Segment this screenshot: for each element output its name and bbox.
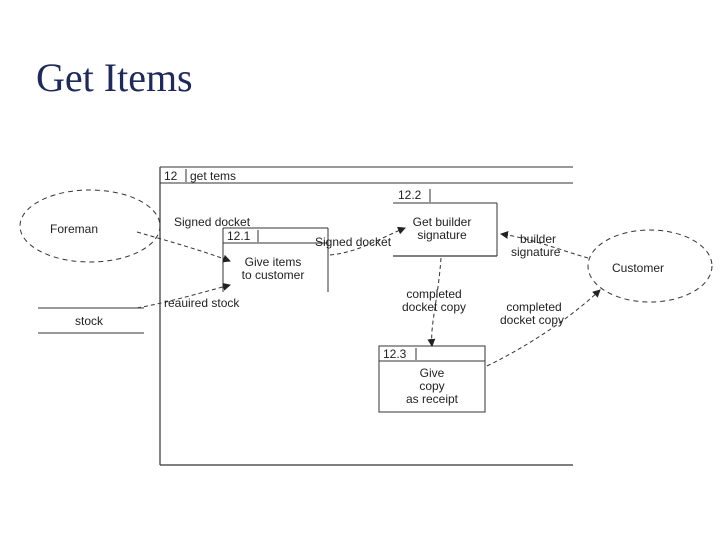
process-12-3-id: 12.3 <box>383 347 407 361</box>
flow-label-builder-signature-1: builder <box>520 232 556 246</box>
frame-name: get tems <box>190 169 236 183</box>
flow-completed-docket-to-customer: completed docket copy <box>486 289 601 367</box>
flow-builder-signature: builder signature <box>500 230 589 259</box>
foreman-label: Foreman <box>50 222 98 236</box>
flow-signed-docket-12: Signed docket <box>315 226 406 256</box>
flow-label-completed-a-2: docket copy <box>402 300 466 314</box>
flow-label-completed-b-2: docket copy <box>500 313 564 327</box>
process-12-3-line3: as receipt <box>406 392 459 406</box>
flow-signed-docket-in: Signed docket <box>136 215 251 263</box>
flow-completed-docket-down: completed docket copy <box>402 257 466 347</box>
external-entity-customer: Customer <box>587 229 713 303</box>
flow-label-signed-docket-in: Signed docket <box>174 215 251 229</box>
process-12-2-id: 12.2 <box>398 188 422 202</box>
process-12-1: 12.1 Give items to customer <box>222 227 329 292</box>
process-12-2-line1: Get builder <box>413 215 472 229</box>
data-store-stock: stock <box>38 307 144 334</box>
process-12-2-line2: signature <box>417 228 467 242</box>
process-12-3-line2: copy <box>419 379 444 393</box>
process-12-3-line1: Give <box>420 366 445 380</box>
process-frame: 12 get tems <box>159 166 573 466</box>
customer-label: Customer <box>612 261 664 275</box>
flow-required-stock: reauired stock <box>136 282 240 310</box>
process-12-2: 12.2 Get builder signature <box>393 188 498 257</box>
process-12-3: 12.3 Give copy as receipt <box>378 345 486 413</box>
slide-title: Get Items <box>36 55 193 100</box>
flow-label-completed-a-1: completed <box>406 287 461 301</box>
flow-label-builder-signature-2: signature <box>511 245 561 259</box>
flow-label-completed-b-1: completed <box>506 300 561 314</box>
frame-id: 12 <box>164 169 178 183</box>
flow-label-required-stock: reauired stock <box>164 296 240 310</box>
external-entity-foreman: Foreman <box>19 189 161 263</box>
process-12-1-id: 12.1 <box>227 229 251 243</box>
process-12-1-line2: to customer <box>242 268 305 282</box>
flow-label-signed-docket-12: Signed docket <box>315 235 392 249</box>
stock-label: stock <box>75 314 104 328</box>
process-12-1-line1: Give items <box>245 255 302 269</box>
